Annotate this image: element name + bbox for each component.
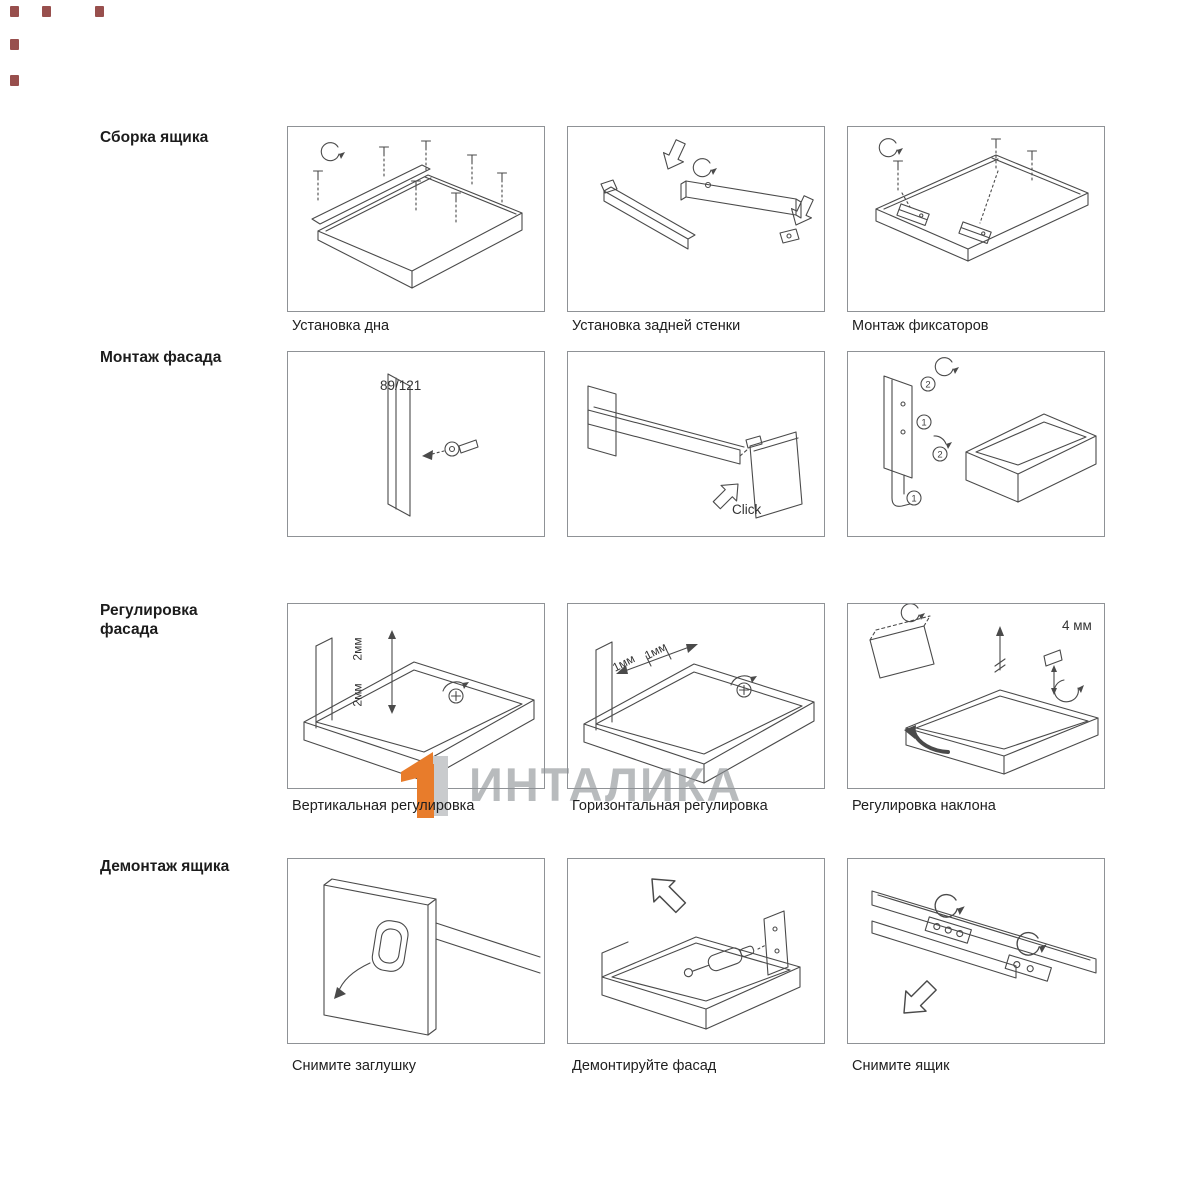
bottom-installation-illustration [311, 140, 523, 289]
step-badge: 2 [937, 450, 942, 461]
stray-mark [10, 75, 19, 86]
remove-plug-illustration [323, 878, 541, 1036]
panel-facade-dimensions: 89/121 [287, 351, 545, 537]
facade-dimensions-illustration [387, 373, 479, 517]
caption-remove-drawer: Снимите ящик [852, 1058, 950, 1074]
panel-facade-hooks: 2 1 2 1 [847, 351, 1105, 537]
section-label-drawer-removal: Демонтаж ящика [100, 858, 230, 875]
vertical-adjustment-illustration [303, 630, 535, 782]
horizontal-adjustment-illustration [583, 641, 815, 784]
adjustment-value: 2мм [350, 637, 365, 661]
panel-horizontal-adjustment: 1мм 1мм [567, 603, 825, 789]
caption-bottom-installation: Установка дна [292, 318, 390, 334]
step-badge: 1 [911, 494, 916, 505]
stray-mark [42, 6, 51, 17]
panel-fixator-mounting [847, 126, 1105, 312]
panel-remove-drawer [847, 858, 1105, 1044]
section-label-drawer-assembly: Сборка ящика [100, 129, 209, 146]
adjustment-value: 4 мм [1062, 618, 1092, 633]
panel-facade-click: Click [567, 351, 825, 537]
stray-mark [10, 39, 19, 50]
caption-tilt-adjustment: Регулировка наклона [852, 798, 996, 814]
section-label-facade-mounting: Монтаж фасада [100, 349, 222, 366]
adjustment-value: 2мм [350, 683, 365, 707]
panel-bottom-installation [287, 126, 545, 312]
tilt-adjustment-illustration [869, 604, 1099, 775]
panel-remove-facade [567, 858, 825, 1044]
dimension-label: 89/121 [380, 378, 422, 393]
stray-mark [95, 6, 104, 17]
fixator-illustration [875, 138, 1089, 262]
caption-horizontal-adjustment: Горизонтальная регулировка [572, 798, 768, 814]
panel-tilt-adjustment: 4 мм [847, 603, 1105, 789]
caption-remove-facade: Демонтируйте фасад [572, 1058, 717, 1074]
caption-vertical-adjustment: Вертикальная регулировка [292, 798, 475, 814]
click-label: Click [732, 502, 762, 517]
facade-hooks-illustration: 2 1 2 1 [883, 357, 1097, 507]
caption-back-wall-installation: Установка задней стенки [572, 318, 741, 334]
caption-remove-plug: Снимите заглушку [292, 1058, 417, 1074]
panel-back-wall-installation [567, 126, 825, 312]
back-wall-illustration [600, 136, 820, 250]
panel-vertical-adjustment: 2мм 2мм [287, 603, 545, 789]
remove-facade-illustration [601, 867, 801, 1030]
step-badge: 2 [925, 380, 930, 391]
stray-mark [10, 6, 19, 17]
remove-drawer-illustration [871, 890, 1097, 1024]
caption-fixator-mounting: Монтаж фиксаторов [852, 318, 989, 334]
section-label-facade-adjustment: Регулировка фасада [100, 602, 198, 638]
panel-remove-plug [287, 858, 545, 1044]
facade-click-illustration [587, 385, 803, 519]
step-badge: 1 [921, 418, 926, 429]
